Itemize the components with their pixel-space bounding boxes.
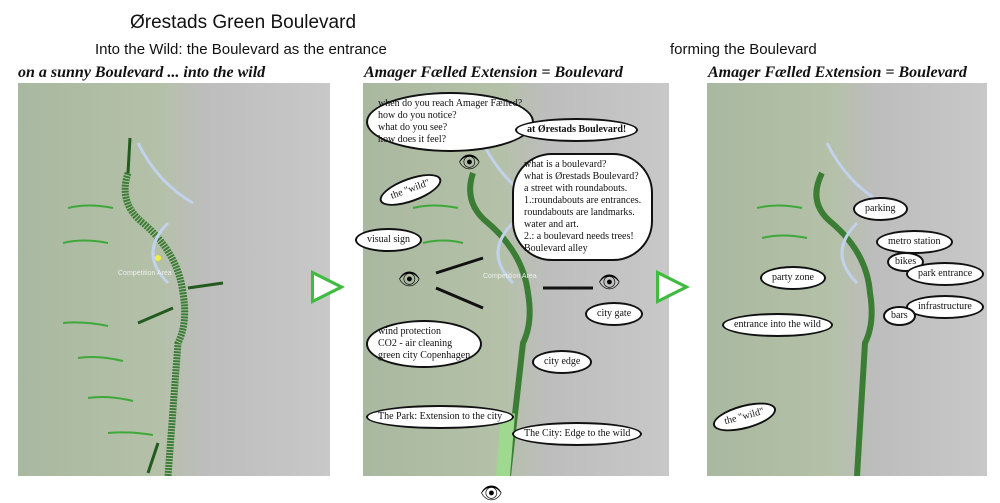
bubble-metro-station: metro station bbox=[876, 230, 953, 254]
subtitle-right: forming the Boulevard bbox=[670, 41, 817, 58]
bubble-questions: when do you reach Amager Fælled?how do y… bbox=[366, 92, 535, 152]
bubble-infrastructure: infrastructure bbox=[906, 295, 984, 319]
eye-icon: 👁 bbox=[480, 483, 503, 503]
eye-icon: 👁 bbox=[398, 269, 421, 289]
panel-1-heading: on a sunny Boulevard ... into the wild bbox=[18, 64, 266, 81]
bubble-visual-sign: visual sign bbox=[355, 228, 423, 252]
bubble-at-boulevard: at Ørestads Boulevard! bbox=[515, 118, 639, 142]
bubble-city-edge: city edge bbox=[532, 350, 593, 374]
bubble-party-zone: party zone bbox=[760, 266, 826, 290]
arrow-right-icon bbox=[656, 270, 690, 304]
eye-icon: 👁 bbox=[598, 272, 621, 292]
map-panel-1: Competition Area bbox=[18, 83, 330, 476]
page-title: Ørestads Green Boulevard bbox=[130, 12, 357, 33]
bubble-parking: parking bbox=[853, 197, 908, 221]
panel-3-heading: Amager Fælled Extension = Boulevard bbox=[708, 64, 967, 81]
map-label: Competition Area bbox=[118, 270, 172, 277]
bubble-park: The Park: Extension to the city bbox=[366, 405, 515, 429]
eye-icon: 👁 bbox=[458, 152, 481, 172]
bubble-city-gate: city gate bbox=[585, 302, 644, 326]
panel-2-heading: Amager Fælled Extension = Boulevard bbox=[364, 64, 623, 81]
bubble-entrance-wild: entrance into the wild bbox=[722, 313, 833, 337]
arrow-right-icon bbox=[311, 270, 345, 304]
bubble-city: The City: Edge to the wild bbox=[512, 422, 643, 446]
bubble-bars: bars bbox=[883, 306, 916, 326]
bubble-park-entrance: park entrance bbox=[906, 262, 985, 286]
subtitle-left: Into the Wild: the Boulevard as the entr… bbox=[95, 41, 387, 58]
bubble-what-is-boulevard: what is a boulevard?what is Ørestads Bou… bbox=[512, 153, 654, 261]
map-label: Competition Area bbox=[483, 273, 537, 280]
